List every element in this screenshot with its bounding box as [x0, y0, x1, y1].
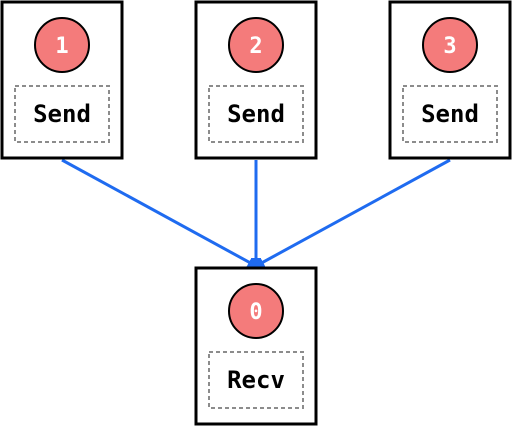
arrow-1-to-0: [61, 158, 258, 268]
node-rank-1: 1 Send: [0, 0, 124, 160]
operation-label: Recv: [227, 366, 285, 394]
edges: [61, 158, 451, 268]
operation-box: [14, 85, 110, 143]
operation-box: [402, 85, 498, 143]
operation-box: [208, 85, 304, 143]
node-rank-0: 0 Recv: [194, 266, 318, 426]
rank-badge: [34, 17, 90, 73]
operation-box: [208, 351, 304, 409]
rank-label: 0: [249, 300, 262, 325]
rank-badge: [228, 17, 284, 73]
operation-label: Send: [421, 100, 479, 128]
node-rank-3: 3 Send: [388, 0, 512, 160]
rank-label: 1: [55, 34, 68, 59]
rank-label: 3: [443, 34, 456, 59]
rank-badge: [422, 17, 478, 73]
operation-label: Send: [33, 100, 91, 128]
node-rank-2: 2 Send: [194, 0, 318, 160]
operation-label: Send: [227, 100, 285, 128]
arrow-3-to-0: [254, 158, 451, 268]
rank-badge: [228, 283, 284, 339]
rank-label: 2: [249, 34, 262, 59]
